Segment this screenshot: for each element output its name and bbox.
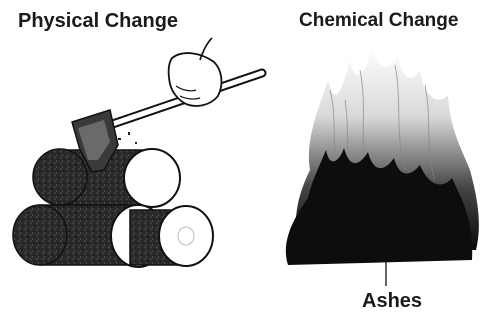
fire xyxy=(286,45,479,265)
physical-change-title: Physical Change xyxy=(18,10,178,33)
log-bottom-right xyxy=(130,206,213,266)
chemical-change-title: Chemical Change xyxy=(299,10,458,32)
ashes-caption: Ashes xyxy=(362,290,422,313)
hand xyxy=(169,38,222,106)
